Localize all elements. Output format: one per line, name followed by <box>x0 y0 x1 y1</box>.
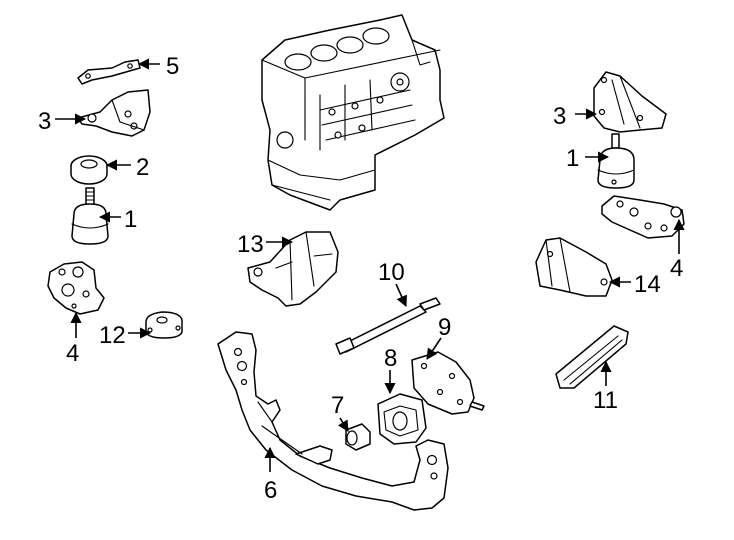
callout-left-5: 5 <box>166 53 179 80</box>
engine-block <box>261 14 445 211</box>
callout-center-13: 13 <box>237 231 264 258</box>
callout-left-12: 12 <box>99 322 126 349</box>
part-engine-mount-right <box>597 133 635 189</box>
part-torque-rod <box>335 297 441 355</box>
part-mount-plate <box>411 351 485 415</box>
part-bracket-right <box>593 71 667 133</box>
callout-center-6: 6 <box>264 477 277 504</box>
part-mount-bracket-right <box>601 195 685 239</box>
part-shim-plate <box>77 59 141 85</box>
part-engine-mount-left <box>71 187 109 245</box>
callout-center-9: 9 <box>438 314 451 341</box>
callout-center-8: 8 <box>384 345 397 372</box>
callout-left-1: 1 <box>124 206 137 233</box>
leader-center-10 <box>395 283 407 308</box>
callout-center-7: 7 <box>331 392 344 419</box>
part-bushing <box>345 423 371 451</box>
leader-center-7 <box>337 417 349 432</box>
callout-right-3: 3 <box>553 103 566 130</box>
callout-left-3: 3 <box>38 108 51 135</box>
callout-right-1: 1 <box>566 145 579 172</box>
callout-center-10: 10 <box>378 259 405 286</box>
leader-center-9 <box>426 337 442 360</box>
callout-leaders <box>55 58 685 472</box>
callout-left-4: 4 <box>66 340 79 367</box>
part-bracket-left <box>77 89 151 137</box>
part-crossmember <box>217 331 449 511</box>
callout-left-2: 2 <box>136 154 149 181</box>
part-mount-bracket-center <box>247 231 339 307</box>
part-mount-bracket-left <box>47 261 105 315</box>
part-small-insulator <box>145 311 183 339</box>
part-rail-insulator <box>555 325 629 389</box>
part-mount-bracket-rear <box>535 237 613 297</box>
callout-labels: 5 3 2 1 4 12 13 10 9 8 7 6 3 1 4 14 11 <box>38 53 683 504</box>
callout-right-11: 11 <box>593 387 618 414</box>
part-transmission-mount <box>377 393 427 445</box>
callout-right-4: 4 <box>670 255 683 282</box>
callout-right-14: 14 <box>634 271 661 298</box>
part-insulator-washer <box>70 155 108 185</box>
